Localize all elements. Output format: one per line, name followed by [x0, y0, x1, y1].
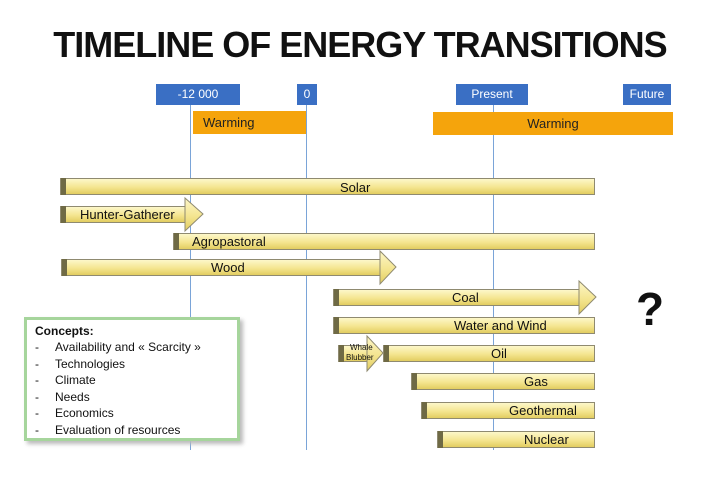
- question-mark: ?: [636, 283, 665, 335]
- concepts-title: Concepts:: [35, 324, 94, 338]
- arrow-head-coal: [578, 279, 597, 316]
- marker-present: Present: [456, 84, 528, 105]
- marker-minus-12000: -12 000: [156, 84, 240, 105]
- label-nuclear: Nuclear: [524, 432, 569, 447]
- label-gas: Gas: [524, 374, 548, 389]
- marker-future: Future: [623, 84, 671, 105]
- concept-item: Needs: [35, 389, 229, 406]
- concept-item: Economics: [35, 405, 229, 422]
- bar-water-and-wind: [333, 317, 595, 334]
- bar-coal: [333, 289, 580, 306]
- bar-solar: [60, 178, 595, 195]
- arrow-head-whale-blubber: [366, 334, 384, 373]
- page-title: TIMELINE OF ENERGY TRANSITIONS: [53, 24, 667, 65]
- bar-hunter-gatherer: [60, 206, 186, 223]
- warming-period-present: Warming: [433, 112, 673, 135]
- bar-gas: [411, 373, 595, 390]
- label-wood: Wood: [211, 260, 245, 275]
- arrow-head-hunter-gatherer: [184, 196, 204, 233]
- label-geothermal: Geothermal: [509, 403, 577, 418]
- concepts-list: Availability and « Scarcity » Technologi…: [35, 339, 229, 438]
- guide-line-present: [493, 104, 494, 450]
- label-coal: Coal: [452, 290, 479, 305]
- marker-zero: 0: [297, 84, 317, 105]
- bar-agropastoral: [173, 233, 595, 250]
- label-hunter-gatherer: Hunter-Gatherer: [80, 207, 175, 222]
- concept-item: Evaluation of resources: [35, 422, 229, 439]
- label-whale-blubber-line1: Whale: [350, 343, 373, 352]
- concept-item: Availability and « Scarcity »: [35, 339, 229, 356]
- guide-line-minus-12000: [190, 104, 191, 450]
- bar-oil: [383, 345, 595, 362]
- label-oil: Oil: [491, 346, 507, 361]
- label-whale-blubber-line2: Blubber: [346, 353, 374, 362]
- bar-nuclear: [437, 431, 595, 448]
- bar-geothermal: [421, 402, 595, 419]
- concepts-box: Concepts: Availability and « Scarcity » …: [24, 317, 240, 441]
- warming-period-past: Warming: [193, 111, 306, 134]
- label-agropastoral: Agropastoral: [192, 234, 266, 249]
- concept-item: Climate: [35, 372, 229, 389]
- concept-item: Technologies: [35, 356, 229, 373]
- guide-line-zero: [306, 104, 307, 450]
- arrow-head-wood: [379, 249, 397, 286]
- label-water-and-wind: Water and Wind: [454, 318, 547, 333]
- label-solar: Solar: [340, 180, 371, 195]
